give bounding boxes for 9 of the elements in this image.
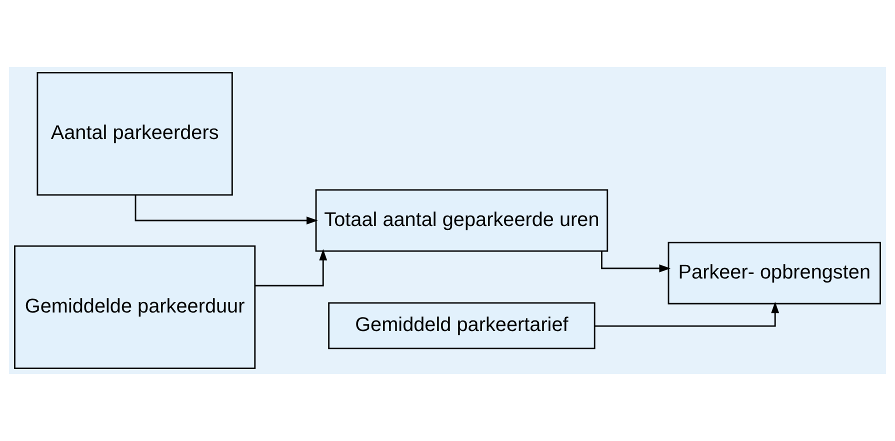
arrow xyxy=(255,249,328,286)
node-box: Gemiddelde parkeerduur xyxy=(14,245,256,370)
node-box: Aantal parkeerders xyxy=(36,72,233,196)
arrow xyxy=(594,302,780,327)
arrow xyxy=(601,251,671,272)
node-box: Parkeer- opbrengsten xyxy=(668,242,881,304)
arrow xyxy=(134,194,318,224)
node-box: Gemiddeld parkeertarief xyxy=(328,302,596,350)
node-box: Totaal aantal geparkeerde uren xyxy=(315,189,608,252)
